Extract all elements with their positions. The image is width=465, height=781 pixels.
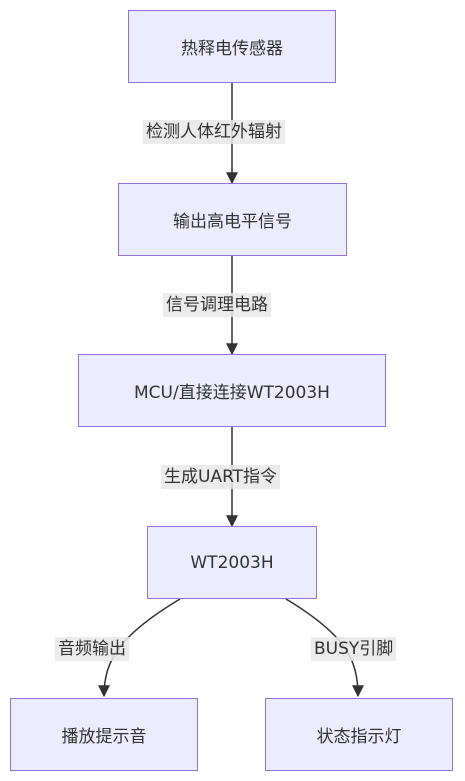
node-mcu-label: MCU/直接连接WT2003H [134,383,330,403]
edge-label-detect: 检测人体红外辐射 [143,120,285,144]
edge-label-conditioning: 信号调理电路 [163,293,271,317]
node-sensor: 热释电传感器 [128,10,336,83]
node-play-prompt-label: 播放提示音 [61,727,147,747]
node-sensor-label: 热释电传感器 [181,39,283,59]
node-high-level-label: 输出高电平信号 [173,212,292,232]
node-wt2003h: WT2003H [147,526,317,599]
node-status-light: 状态指示灯 [265,698,453,771]
edge-label-uart-cmd: 生成UART指令 [161,465,281,489]
node-mcu: MCU/直接连接WT2003H [78,354,386,427]
node-status-light-label: 状态指示灯 [316,727,402,747]
node-play-prompt: 播放提示音 [10,698,198,771]
node-wt2003h-label: WT2003H [190,552,274,573]
edge-label-busy-pin: BUSY引脚 [311,637,397,661]
node-high-level: 输出高电平信号 [118,183,347,256]
edge-label-audio-out: 音频输出 [55,637,129,661]
